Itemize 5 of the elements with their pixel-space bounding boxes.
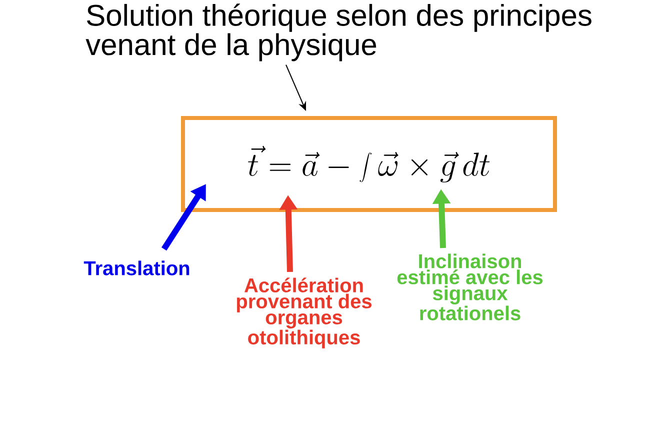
label-text: Translation	[84, 260, 190, 276]
label-text: Inclinaison estimé avec les signaux rotationels	[397, 254, 543, 320]
heading-text: Solution théorique selon des principes venant de la physique	[86, 4, 592, 62]
label-text: Accélération provenant des organes otolithiques	[236, 278, 372, 348]
formula-box: $\displaystyle \vec{t} = \vec{a} - \int \vec{\omega} \times \vec{g}\, dt$	[181, 116, 557, 212]
